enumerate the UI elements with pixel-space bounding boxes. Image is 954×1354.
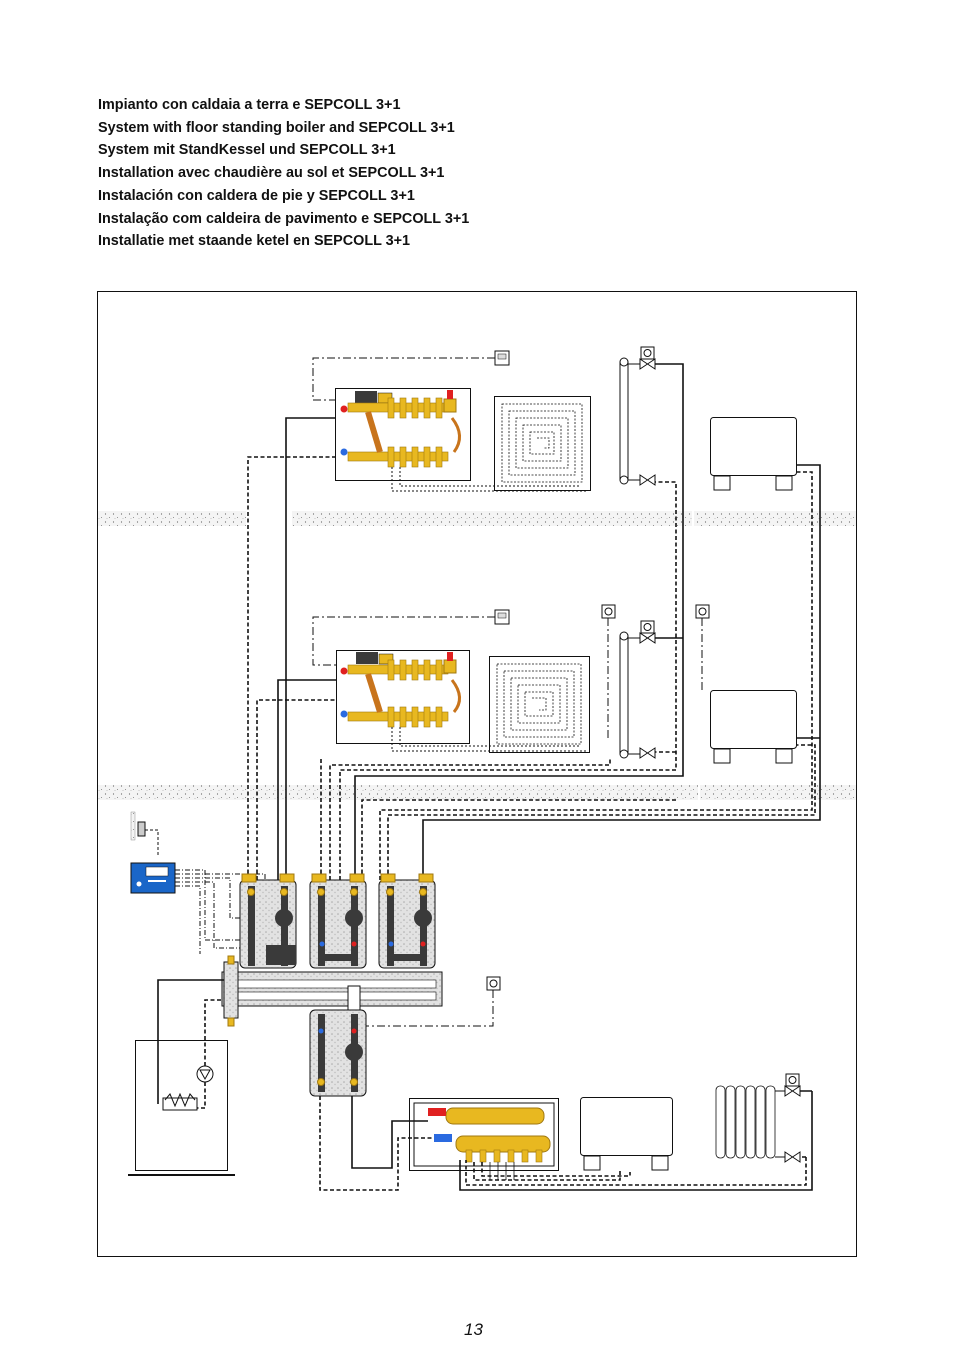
fan-coil-ground xyxy=(580,1097,673,1171)
title-es: Instalación con caldera de pie y SEPCOLL… xyxy=(98,187,415,204)
title-de: System mit StandKessel und SEPCOLL 3+1 xyxy=(98,142,396,159)
title-it: Impianto con caldaia a terra e SEPCOLL 3… xyxy=(98,97,401,113)
boiler-pipes xyxy=(157,979,224,1104)
towel-radiator-middle xyxy=(619,620,656,759)
radiator-ground xyxy=(715,1073,801,1163)
underfloor-coil-middle xyxy=(489,656,590,753)
circulation-pump-icon xyxy=(275,909,293,927)
wall-sensor-middle-right xyxy=(695,604,710,619)
valve-icon xyxy=(639,358,656,370)
regulator-controller xyxy=(130,862,176,894)
title-pt: Instalação com caldeira de pavimento e S… xyxy=(98,210,470,227)
circulation-pump-icon xyxy=(345,909,363,927)
towel-radiator-upper xyxy=(619,346,656,486)
fan-coil-middle xyxy=(710,690,797,764)
actuator-icon xyxy=(355,391,377,403)
mixing-valve-icon xyxy=(266,945,296,965)
sepcoll-group-direct xyxy=(309,985,367,1097)
floor-manifold-upper xyxy=(335,388,471,481)
return-pipes xyxy=(247,456,816,880)
actuator-icon xyxy=(356,652,378,664)
system-diagram xyxy=(97,291,857,1257)
room-thermostat-middle xyxy=(494,609,510,625)
circulation-pump-icon xyxy=(414,909,432,927)
thermostatic-head-icon xyxy=(785,1073,800,1087)
diagram-titles: Impianto con caldaia a terra e SEPCOLL 3… xyxy=(98,94,469,253)
sepcoll-group-1 xyxy=(239,873,297,969)
title-nl: Installatie met staande ketel en SEPCOLL… xyxy=(98,233,411,250)
underfloor-coil-upper xyxy=(494,396,591,491)
circulation-pump-icon xyxy=(345,1043,363,1061)
thermostatic-head-icon xyxy=(640,346,655,360)
distribution-header xyxy=(221,955,443,1027)
fan-coil-upper xyxy=(710,417,797,491)
page-number: 13 xyxy=(464,1320,483,1339)
heat-exchanger-icon xyxy=(164,1092,196,1108)
room-thermostat-upper xyxy=(494,350,510,366)
diagram-frame xyxy=(97,291,857,1257)
floor-slab-lower xyxy=(98,785,856,800)
title-en: System with floor standing boiler and SE… xyxy=(98,119,455,136)
valve-icon xyxy=(639,474,656,486)
sepcoll-group-3 xyxy=(378,873,436,969)
floor-slab-upper xyxy=(98,511,856,526)
radiator-manifold xyxy=(409,1098,559,1171)
room-sensor-plant xyxy=(486,976,501,991)
supply-pipes xyxy=(277,363,821,880)
floor-manifold-middle xyxy=(336,650,470,744)
hydraulic-separator xyxy=(223,961,239,1019)
sepcoll-group-2 xyxy=(309,873,367,969)
floor-boiler xyxy=(128,1040,235,1176)
outdoor-sensor xyxy=(130,811,146,841)
ground-supply-pipes xyxy=(459,1090,813,1191)
ground-return-pipes xyxy=(465,1156,807,1186)
title-fr: Installation avec chaudière au sol et SE… xyxy=(98,165,445,182)
wall-sensor-middle-left xyxy=(601,604,616,619)
thermostatic-head-icon xyxy=(640,620,655,634)
